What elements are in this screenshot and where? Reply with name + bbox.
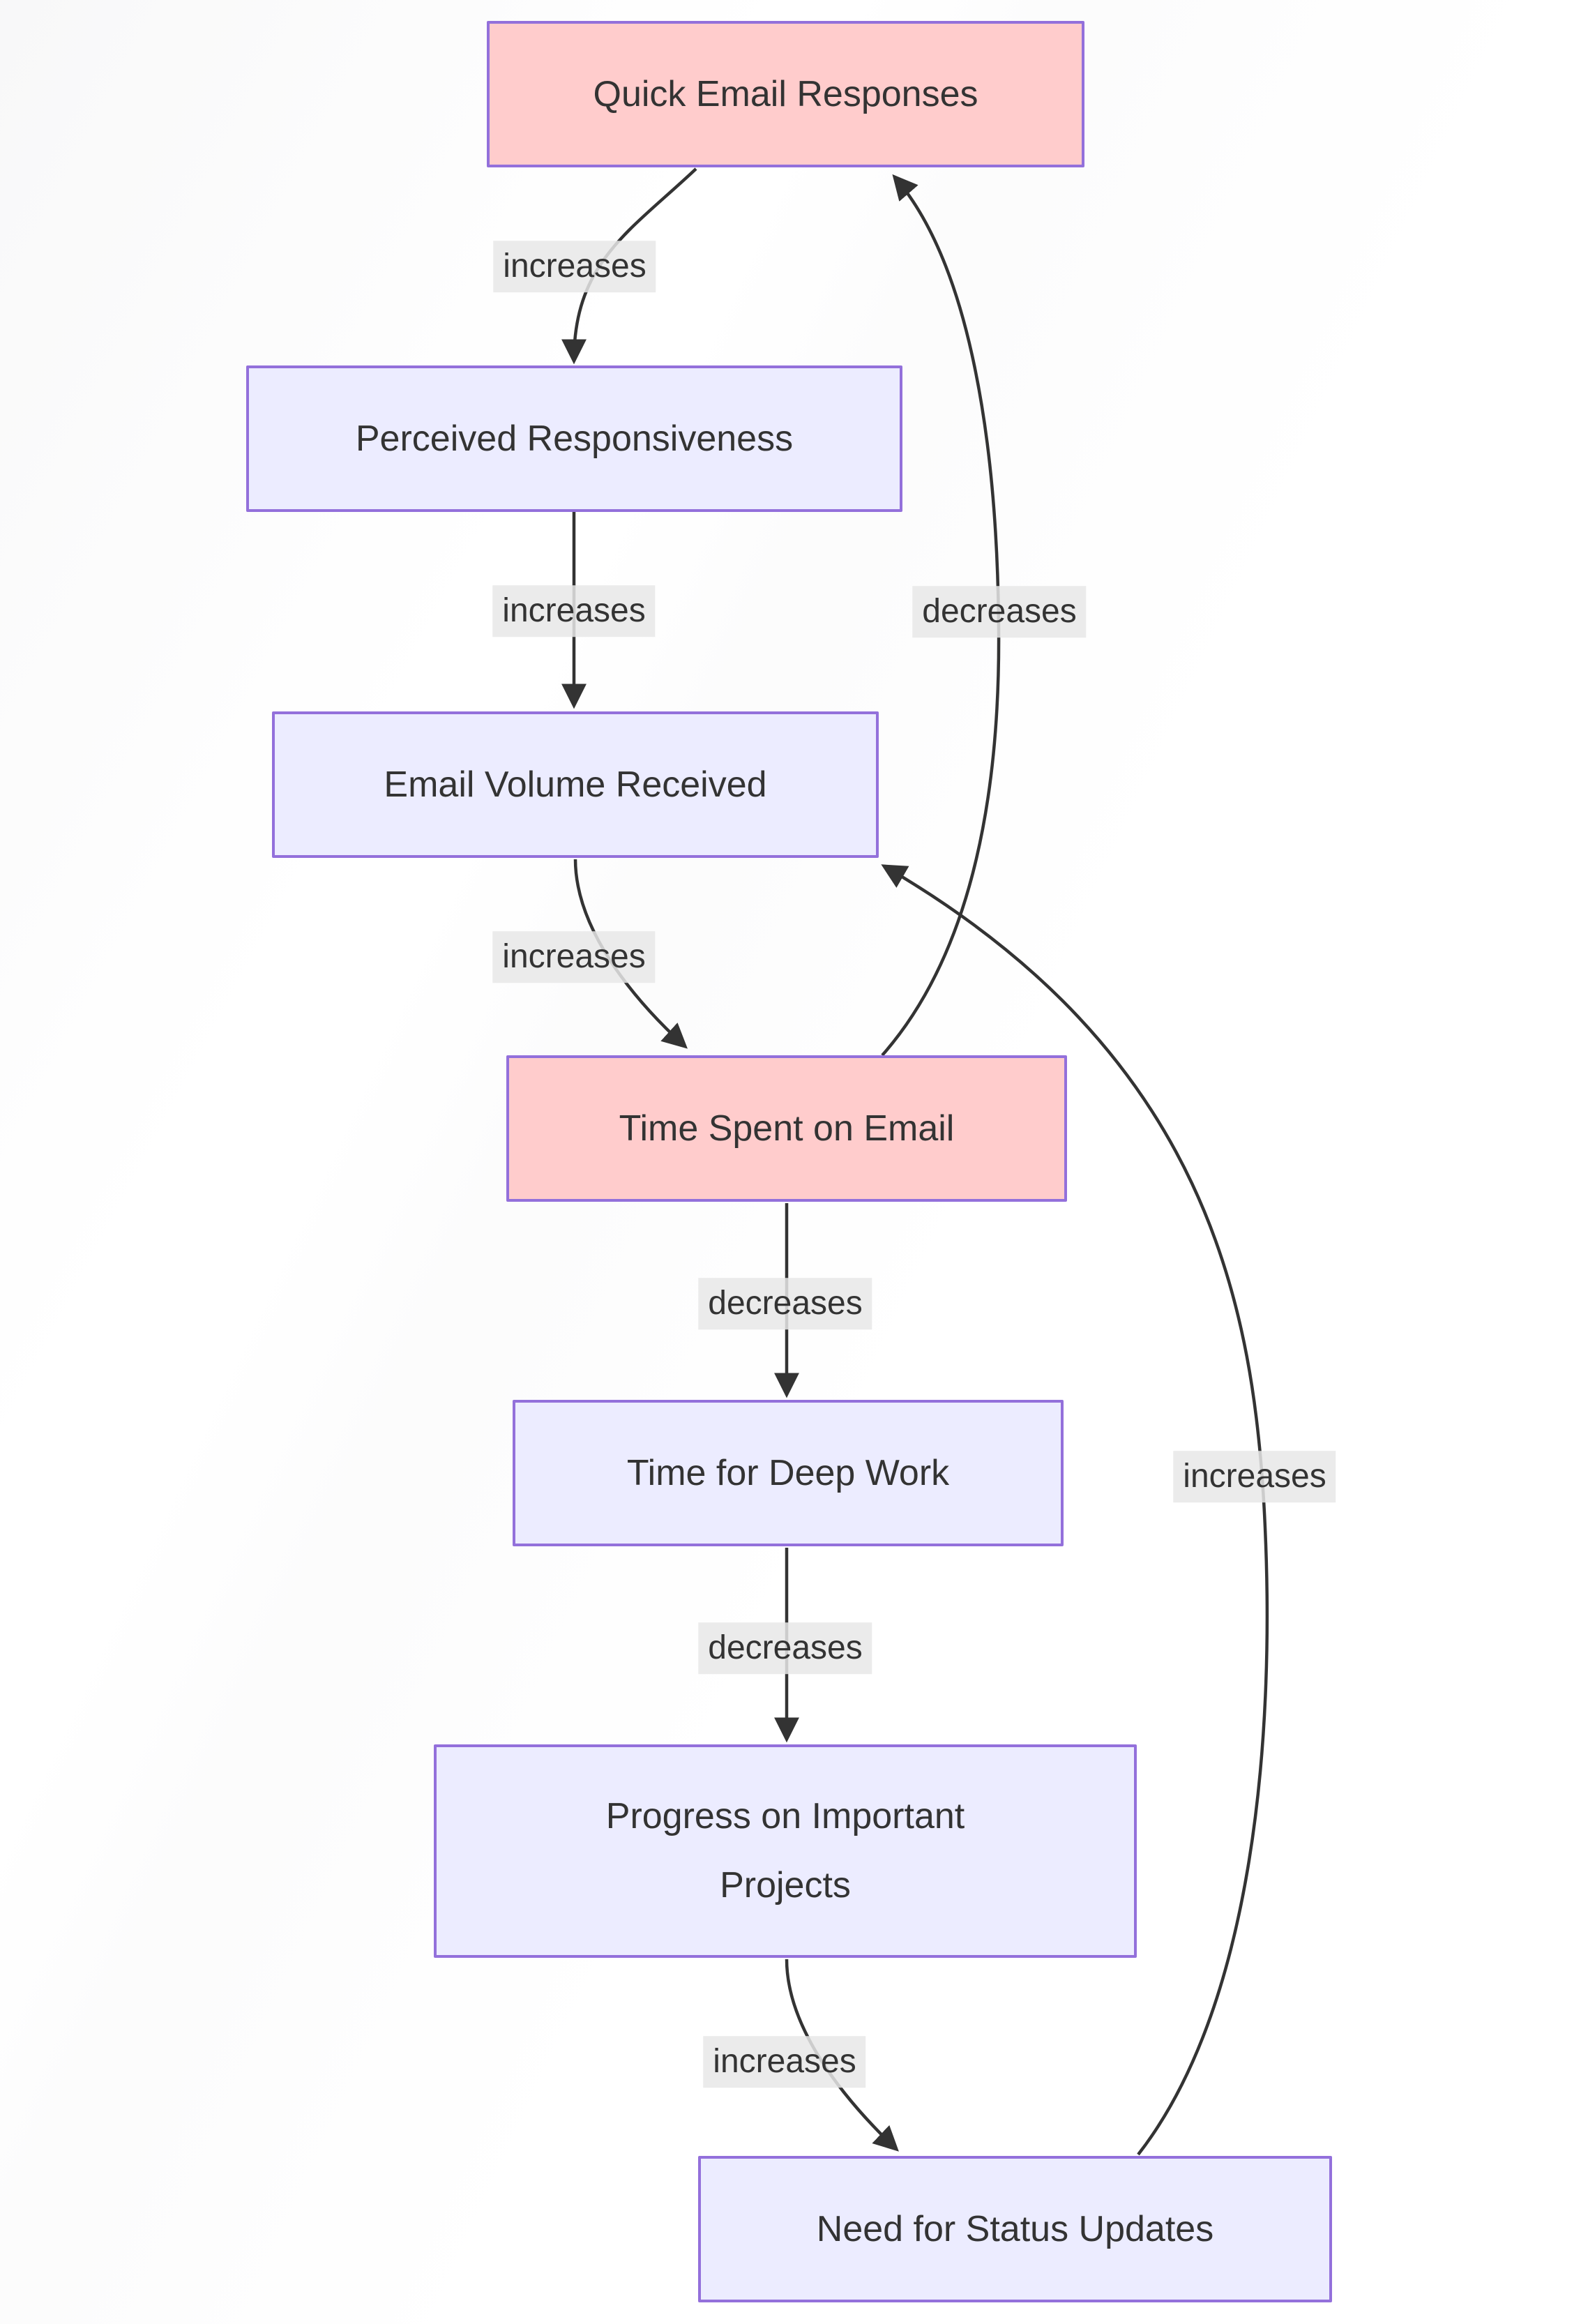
node-label: Email Volume Received [384, 764, 767, 805]
edge-label-increases-1: increases [493, 241, 656, 292]
edge-label-increases-3: increases [492, 931, 656, 983]
edge-label-increases-4: increases [703, 2036, 866, 2088]
node-label: Time Spent on Email [619, 1108, 955, 1149]
edge-label-decreases-3: decreases [698, 1622, 872, 1674]
node-time-spent-on-email: Time Spent on Email [506, 1055, 1067, 1202]
edge-label-increases-5: increases [1173, 1451, 1336, 1502]
node-label: Perceived Responsiveness [355, 418, 794, 459]
edge-status-to-volume-path [881, 864, 1269, 2156]
node-label: Need for Status Updates [816, 2208, 1214, 2249]
node-quick-email-responses: Quick Email Responses [487, 21, 1084, 167]
node-progress-on-important-projects: Progress on Important Projects [434, 1744, 1137, 1958]
edge-label-decreases-1: decreases [912, 586, 1087, 637]
edge-label-increases-2: increases [492, 585, 656, 637]
node-time-for-deep-work: Time for Deep Work [513, 1400, 1064, 1546]
node-email-volume-received: Email Volume Received [272, 711, 879, 858]
node-label: Time for Deep Work [626, 1452, 950, 1493]
node-label: Progress on Important Projects [605, 1796, 965, 1906]
node-label: Quick Email Responses [593, 73, 978, 114]
node-need-for-status-updates: Need for Status Updates [698, 2156, 1332, 2302]
node-perceived-responsiveness: Perceived Responsiveness [246, 365, 902, 512]
edge-label-decreases-2: decreases [698, 1278, 872, 1329]
